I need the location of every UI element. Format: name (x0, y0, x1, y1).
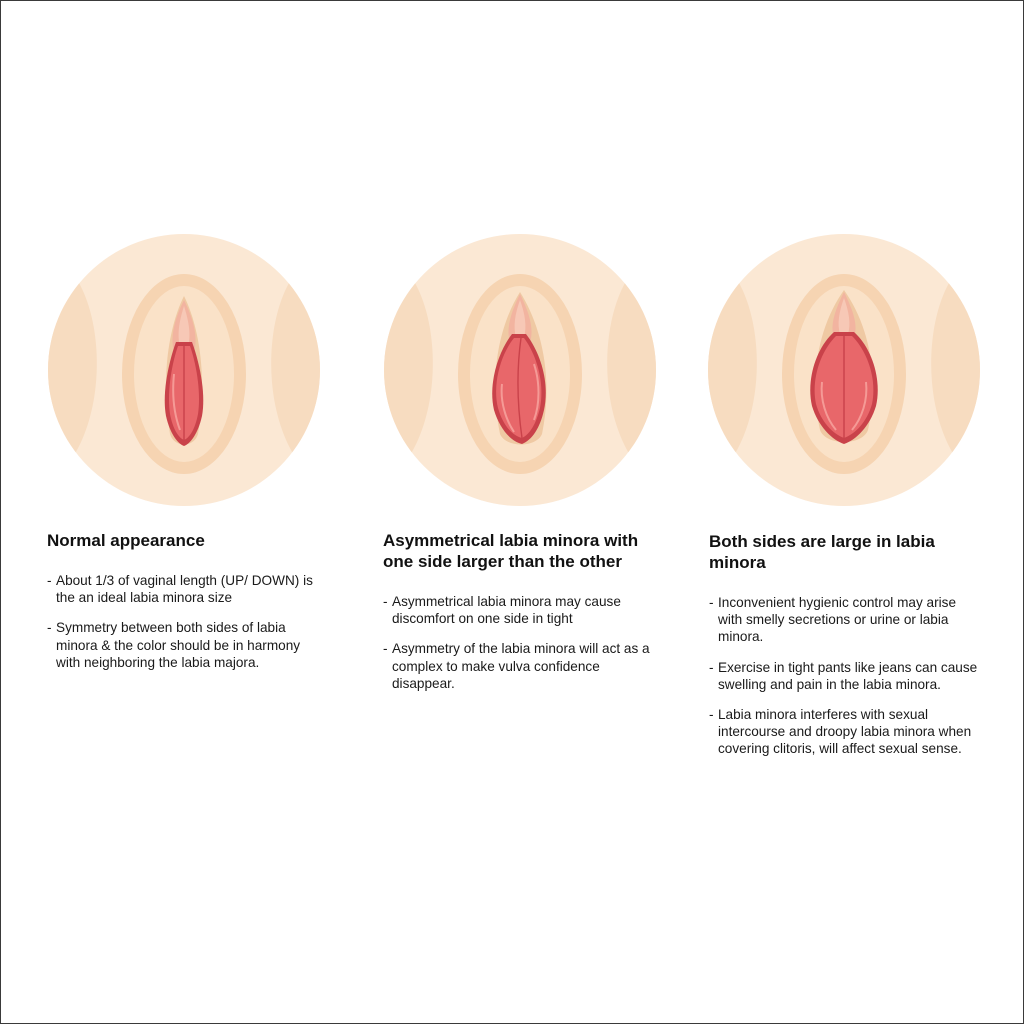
illustration-asymmetrical (384, 234, 656, 506)
vulva-normal-illustration (48, 234, 320, 506)
illustration-both-large (708, 234, 980, 506)
column-both-large: Both sides are large in labia minora Inc… (709, 531, 979, 771)
vulva-asymmetrical-illustration (384, 234, 656, 506)
bullet-list: About 1/3 of vaginal length (UP/ DOWN) i… (47, 572, 322, 671)
list-item: About 1/3 of vaginal length (UP/ DOWN) i… (47, 572, 322, 606)
labia-minora (496, 338, 542, 438)
column-title: Asymmetrical labia minora with one side … (383, 531, 639, 571)
bullet-list: Asymmetrical labia minora may cause disc… (383, 593, 653, 692)
bullet-list: Inconvenient hygienic control may arise … (709, 594, 979, 758)
column-asymmetrical: Asymmetrical labia minora with one side … (383, 530, 653, 705)
vulva-both-large-illustration (708, 234, 980, 506)
column-title: Both sides are large in labia minora (709, 532, 935, 572)
list-item: Inconvenient hygienic control may arise … (709, 594, 979, 646)
list-item: Asymmetry of the labia minora will act a… (383, 640, 653, 692)
column-title: Normal appearance (47, 531, 205, 550)
list-item: Symmetry between both sides of labia min… (47, 619, 322, 671)
list-item: Labia minora interferes with sexual inte… (709, 706, 979, 758)
illustration-normal (48, 234, 320, 506)
list-item: Asymmetrical labia minora may cause disc… (383, 593, 653, 627)
column-normal-appearance: Normal appearance About 1/3 of vaginal l… (47, 530, 322, 684)
list-item: Exercise in tight pants like jeans can c… (709, 659, 979, 693)
